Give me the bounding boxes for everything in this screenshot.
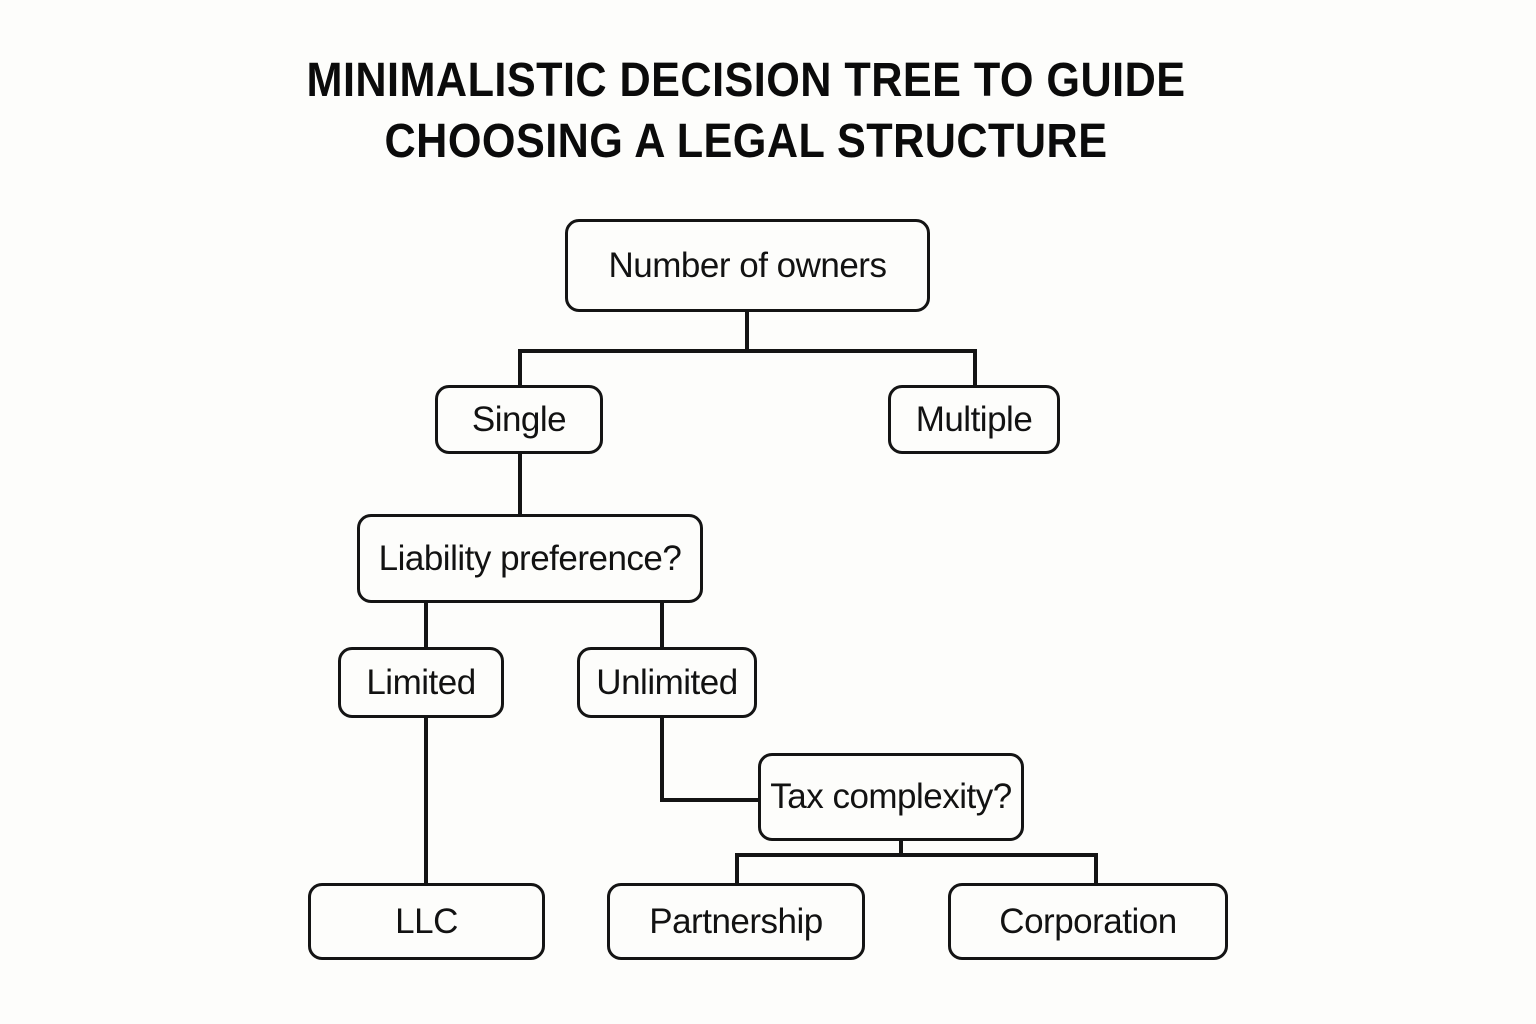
node-llc: LLC <box>308 883 545 960</box>
node-number-of-owners: Number of owners <box>565 219 930 312</box>
connector-drop-corporation <box>1094 853 1098 886</box>
connector-root-stub <box>745 310 749 352</box>
node-unlimited: Unlimited <box>577 647 757 718</box>
node-partnership: Partnership <box>607 883 865 960</box>
connector-drop-partnership <box>735 853 739 886</box>
page-title-line-1: MINIMALISTIC DECISION TREE TO GUIDE <box>306 54 1186 107</box>
connector-drop-multiple <box>973 349 977 388</box>
connector-level3-horizontal <box>735 853 1098 857</box>
connector-liability-to-unlimited <box>660 600 664 650</box>
connector-single-to-liability <box>518 451 522 517</box>
connector-unlimited-elbow-horizontal <box>660 798 761 802</box>
node-limited: Limited <box>338 647 504 718</box>
node-tax-complexity: Tax complexity? <box>758 753 1024 841</box>
connector-limited-to-llc <box>424 715 428 886</box>
page-title-line-2: CHOOSING A LEGAL STRUCTURE <box>384 115 1108 168</box>
connector-liability-to-limited <box>424 600 428 650</box>
node-multiple: Multiple <box>888 385 1060 454</box>
connector-drop-single <box>518 349 522 388</box>
node-single: Single <box>435 385 603 454</box>
node-corporation: Corporation <box>948 883 1228 960</box>
connector-tax-stub <box>899 838 903 856</box>
connector-unlimited-elbow-vertical <box>660 715 664 802</box>
connector-level1-horizontal <box>518 349 977 353</box>
node-liability-preference: Liability preference? <box>357 514 703 603</box>
page-title: MINIMALISTIC DECISION TREE TO GUIDE CHOO… <box>75 50 1418 172</box>
